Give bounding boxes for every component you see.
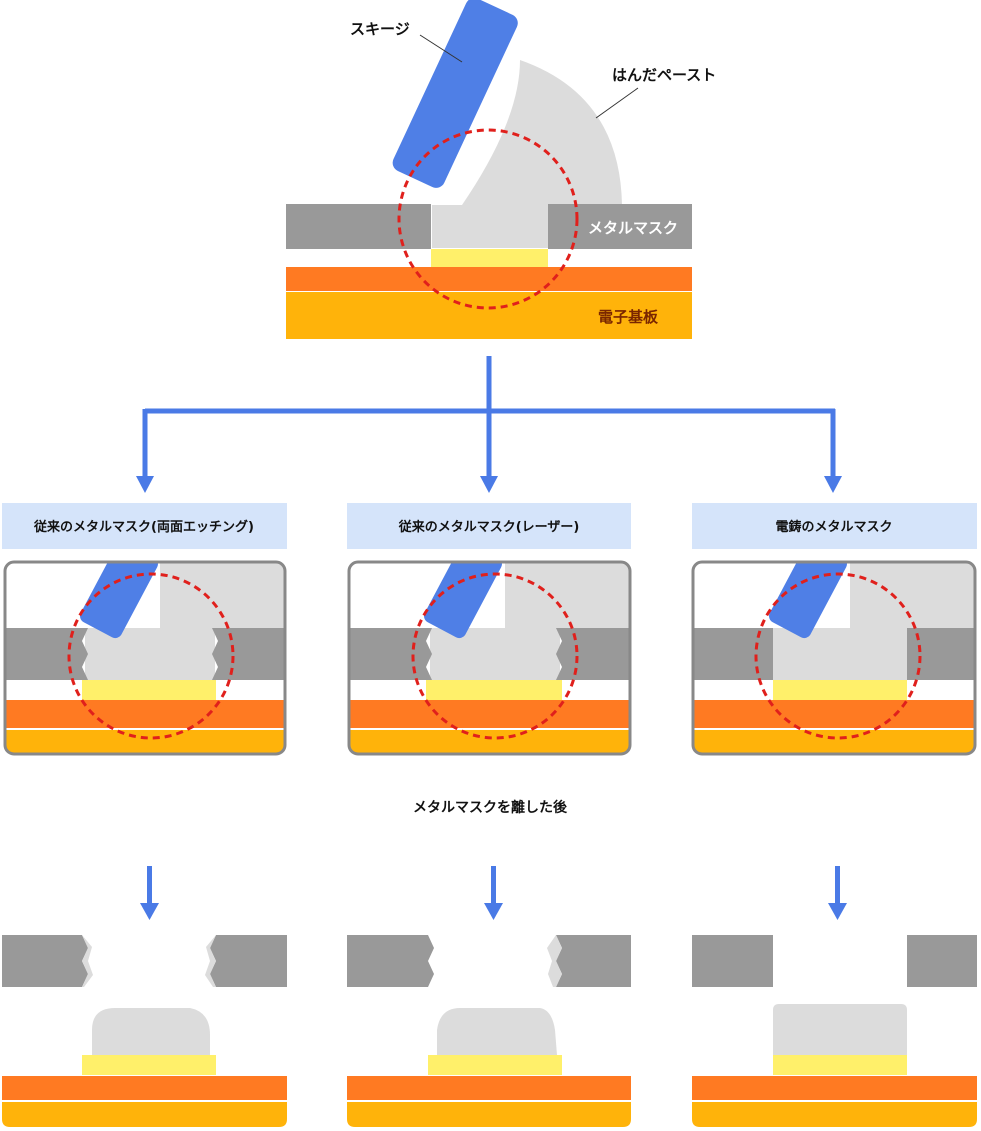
method-headers: 従来のメタルマスク(両面エッチング) 従来のメタルマスク(レーザー) 電鋳のメタ…: [2, 503, 977, 549]
highlight-circle-etching: [67, 572, 235, 740]
method-title-laser: 従来のメタルマスク(レーザー): [398, 519, 580, 535]
substrate-base-layer: [286, 292, 692, 339]
panel-laser: [347, 560, 632, 756]
metal-mask-left: [286, 204, 431, 249]
squeegee-label: スキージ: [350, 20, 410, 38]
substrate-label: 電子基板: [598, 308, 659, 326]
paste-leader-line: [595, 87, 639, 119]
substrate-orange-layer: [286, 267, 692, 291]
highlight-circle-main: [397, 128, 579, 310]
highlight-circle-electroforming: [754, 572, 922, 740]
branch-arrows: [136, 356, 842, 493]
method-title-electroforming: 電鋳のメタルマスク: [775, 519, 892, 535]
panel-electroforming: [691, 560, 977, 756]
solder-paste-label: はんだペースト: [612, 66, 716, 84]
after-release-arrows: [140, 866, 847, 920]
squeegee-leader-line: [419, 34, 463, 63]
result-electroforming: [692, 935, 977, 1127]
arrow-head-right: [824, 476, 842, 493]
panel-double-etching: [3, 560, 287, 756]
squeegee-blade: [392, 0, 518, 188]
arrow-head-center: [480, 476, 498, 493]
after-release-label: メタルマスクを離した後: [413, 799, 568, 816]
solder-pad-main: [431, 249, 548, 267]
main-diagram: スキージ はんだペースト メタルマスク 電子基板: [286, 0, 716, 339]
method-title-double-etching: 従来のメタルマスク(両面エッチング): [33, 519, 254, 535]
metal-mask-right: [548, 204, 692, 249]
metal-mask-label: メタルマスク: [588, 219, 678, 237]
result-laser: [347, 935, 631, 1127]
highlight-circle-laser: [411, 572, 579, 740]
result-double-etching: [2, 935, 287, 1127]
arrow-head-left: [136, 476, 154, 493]
